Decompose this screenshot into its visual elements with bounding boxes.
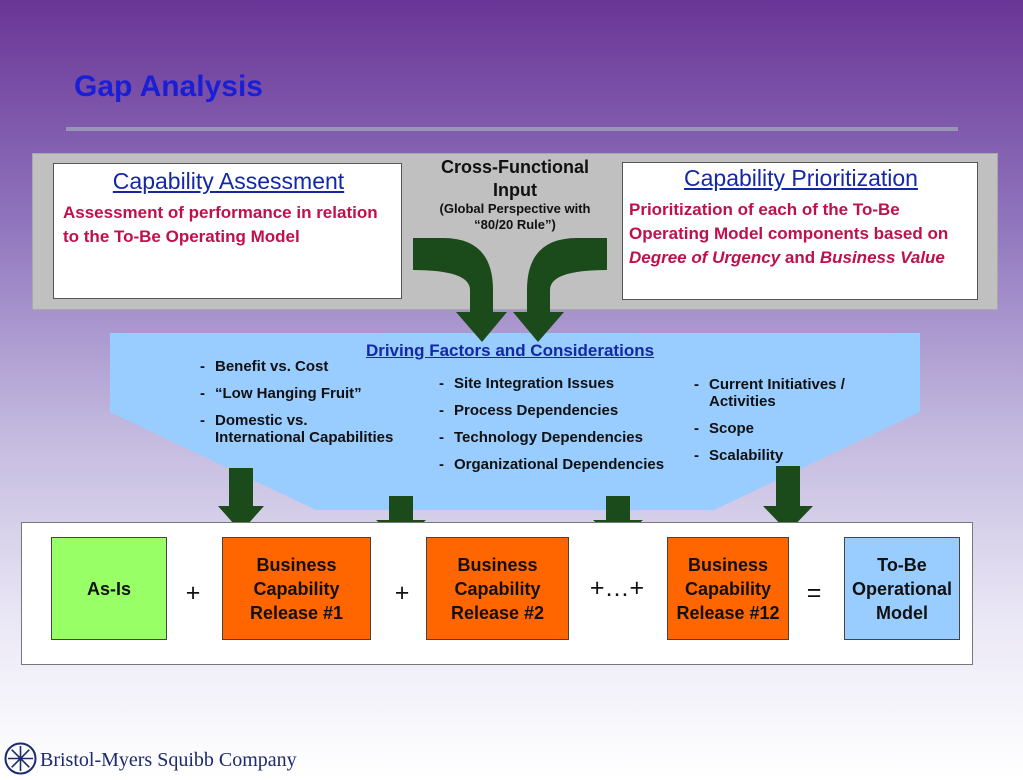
capability-assessment-title: Capability Assessment xyxy=(112,168,345,194)
driving-factors-title: Driving Factors and Considerations xyxy=(365,341,655,360)
title-divider xyxy=(66,127,958,131)
release-2-label: Business Capability Release #2 xyxy=(450,554,545,623)
list-item: Technology Dependencies xyxy=(439,429,689,446)
page-title: Gap Analysis xyxy=(74,70,263,103)
to-be-box: To-Be Operational Model xyxy=(844,537,960,640)
business-value-text: Business Value xyxy=(819,248,945,267)
down-arrow-4 xyxy=(763,466,813,532)
list-item: Current Initiatives / Activities xyxy=(694,376,894,410)
driving-factors-column-1: Benefit vs. Cost “Low Hanging Fruit” Dom… xyxy=(200,358,400,456)
prioritization-and-text: and xyxy=(780,248,820,267)
curved-arrow-right xyxy=(513,238,607,342)
list-item: Site Integration Issues xyxy=(439,375,689,392)
plus-operator: + xyxy=(394,579,410,607)
capability-prioritization-title: Capability Prioritization xyxy=(684,165,918,191)
list-item: Scalability xyxy=(694,447,894,464)
capability-prioritization-text: Prioritization of each of the To-Be Oper… xyxy=(629,198,974,270)
company-logo-text: Bristol-Myers Squibb Company xyxy=(40,749,297,771)
capability-assessment-text: Assessment of performance in relation to… xyxy=(63,203,378,246)
to-be-label: To-Be Operational Model xyxy=(851,554,953,623)
list-item: Benefit vs. Cost xyxy=(200,358,400,375)
plus-operator: + xyxy=(185,579,201,607)
as-is-label: As-Is xyxy=(86,578,131,599)
release-1-box: Business Capability Release #1 xyxy=(222,537,371,640)
cross-functional-title: Cross-Functional Input xyxy=(440,157,589,200)
as-is-box: As-Is xyxy=(51,537,167,640)
list-item: “Low Hanging Fruit” xyxy=(200,385,400,402)
list-item: Domestic vs. International Capabilities xyxy=(200,412,400,446)
company-logo-icon xyxy=(4,742,37,775)
capability-prioritization-box: Capability Prioritization Prioritization… xyxy=(622,162,978,300)
list-item: Organizational Dependencies xyxy=(439,456,689,473)
plus-ellipsis-operator: +…+ xyxy=(589,574,645,602)
down-arrow-1 xyxy=(218,468,264,532)
curved-arrow-left xyxy=(413,238,507,342)
release-12-box: Business Capability Release #12 xyxy=(667,537,789,640)
list-item: Scope xyxy=(694,420,894,437)
equals-operator: = xyxy=(806,579,822,607)
release-12-label: Business Capability Release #12 xyxy=(676,554,780,623)
cross-functional-subtitle: (Global Perspective with “80/20 Rule”) xyxy=(439,201,591,232)
driving-factors-column-2: Site Integration Issues Process Dependen… xyxy=(439,375,689,483)
list-item: Process Dependencies xyxy=(439,402,689,419)
capability-assessment-box: Capability Assessment Assessment of perf… xyxy=(53,163,402,299)
driving-factors-column-3: Current Initiatives / Activities Scope S… xyxy=(694,376,894,474)
release-2-box: Business Capability Release #2 xyxy=(426,537,569,640)
prioritization-text-prefix: Prioritization of each of the To-Be Oper… xyxy=(629,200,949,243)
degree-of-urgency-text: Degree of Urgency xyxy=(629,248,781,267)
release-1-label: Business Capability Release #1 xyxy=(249,554,344,623)
